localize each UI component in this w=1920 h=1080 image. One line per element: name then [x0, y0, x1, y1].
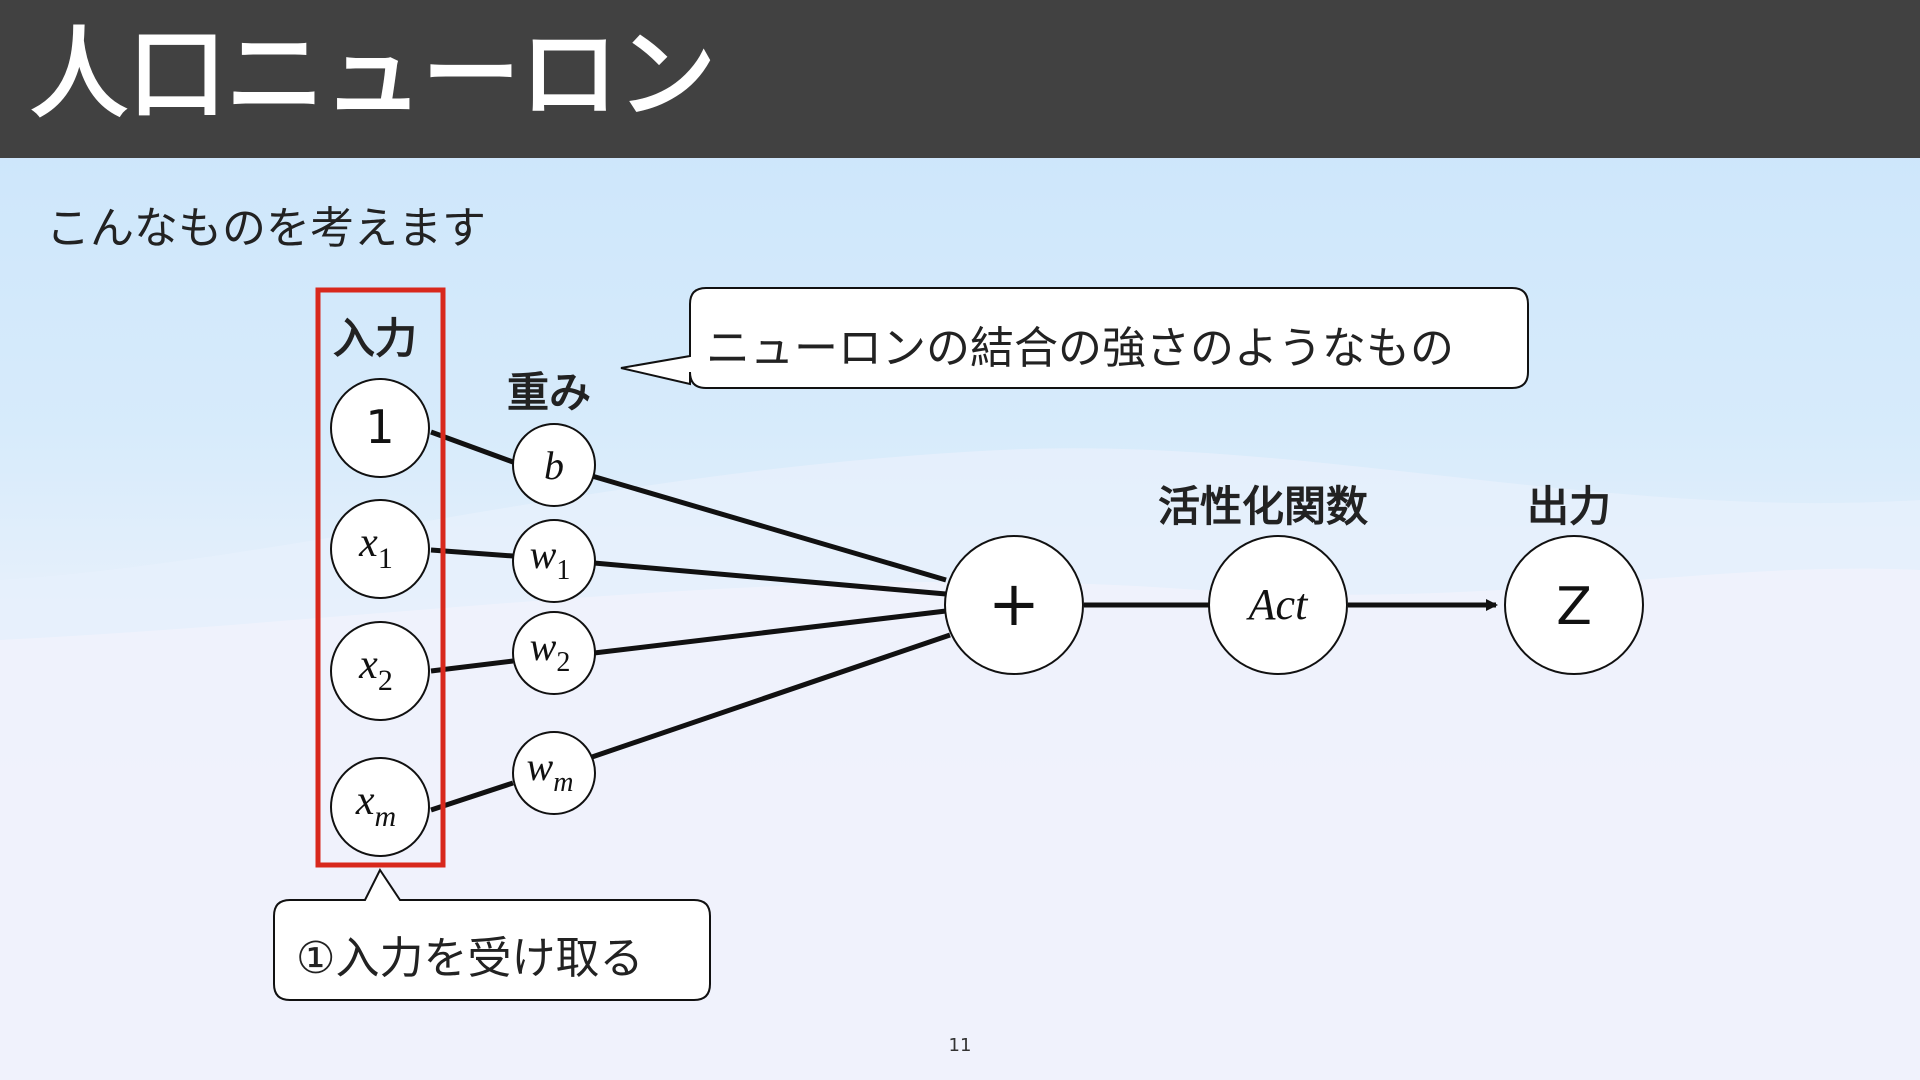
- page-number: 11: [948, 1035, 972, 1056]
- svg-text:xm: xm: [355, 778, 396, 833]
- step-callout-bubble: [273, 868, 711, 1001]
- weight-node-wm: wm: [512, 731, 596, 815]
- weight-node-b: b: [512, 423, 596, 507]
- weight-callout-text: ニューロンの結合の強さのようなもの: [706, 323, 1454, 374]
- weight-node-w2: w2: [512, 611, 596, 695]
- svg-text:Act: Act: [1246, 580, 1309, 629]
- svg-text:1: 1: [365, 400, 394, 454]
- svg-text:w2: w2: [530, 624, 571, 678]
- svg-text:x1: x1: [358, 520, 393, 575]
- output-node: Z: [1504, 535, 1644, 675]
- input-label: 入力: [333, 314, 418, 363]
- input-node-x1: x1: [330, 499, 430, 599]
- svg-text:b: b: [544, 443, 564, 488]
- edge-b-to-sum: [591, 473, 947, 583]
- weight-callout-bubble: [620, 287, 1529, 389]
- sum-node: +: [944, 535, 1084, 675]
- input-highlight-box: [315, 287, 446, 868]
- activation-node: Act: [1208, 535, 1348, 675]
- page-title: 人口ニューロン: [30, 18, 717, 132]
- svg-text:wm: wm: [527, 744, 574, 798]
- input-node-xm: xm: [330, 757, 430, 857]
- step-callout-text: ①入力を受け取る: [296, 933, 644, 984]
- input-node-1: 1: [330, 378, 430, 478]
- edge-w1-to-sum: [593, 560, 947, 597]
- edge-wm-to-sum: [591, 632, 951, 760]
- svg-text:Z: Z: [1556, 577, 1592, 637]
- svg-text:x2: x2: [358, 642, 393, 697]
- input-node-x2: x2: [330, 621, 430, 721]
- subtitle: こんなものを考えます: [46, 203, 486, 254]
- svg-text:w1: w1: [530, 532, 571, 586]
- edge-w2-to-sum: [593, 608, 947, 656]
- weight-node-w1: w1: [512, 519, 596, 603]
- activation-label: 活性化関数: [1158, 482, 1369, 531]
- weight-label: 重み: [507, 368, 592, 417]
- svg-text:+: +: [988, 567, 1040, 640]
- title-bar: 人口ニューロン: [0, 0, 1920, 158]
- output-label: 出力: [1527, 482, 1612, 531]
